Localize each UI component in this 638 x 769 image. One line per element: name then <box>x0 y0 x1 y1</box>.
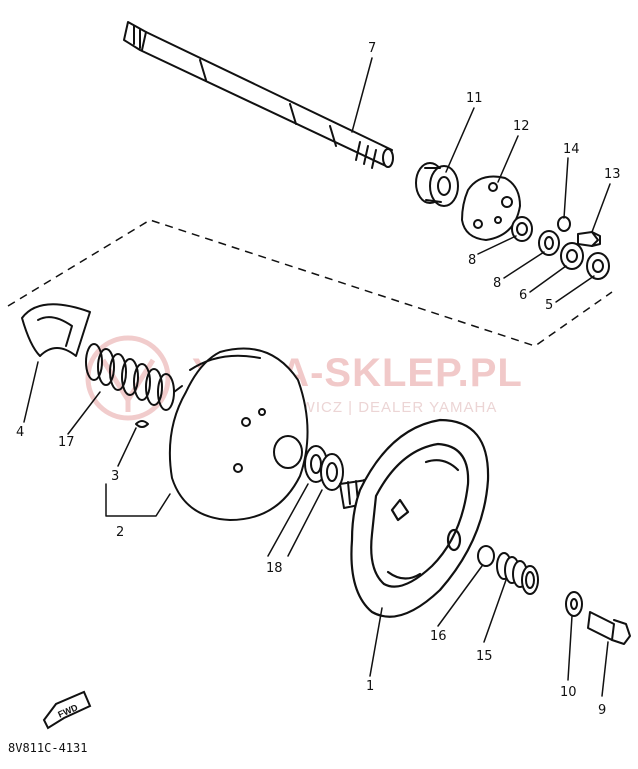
callout-5: 5 <box>545 298 553 313</box>
callout-7: 7 <box>368 41 376 56</box>
part-15-spring <box>496 552 539 595</box>
callout-labels: 7 11 12 14 13 8 8 6 5 4 17 3 2 18 16 15 … <box>16 41 621 718</box>
part-2-sheave <box>168 347 309 521</box>
part-4-clip <box>21 303 91 357</box>
leader-lines <box>23 57 611 697</box>
part-3-pin <box>135 420 149 428</box>
callout-14: 14 <box>563 142 580 157</box>
callout-13: 13 <box>604 167 621 182</box>
callout-4: 4 <box>16 425 24 440</box>
callout-11: 11 <box>466 91 483 106</box>
part-13-bolt <box>577 231 601 247</box>
watermark-logo-circle <box>85 335 171 421</box>
callout-15: 15 <box>476 649 493 664</box>
callout-12: 12 <box>513 119 530 134</box>
callout-1: 1 <box>366 679 374 694</box>
part-14-nut <box>557 216 571 232</box>
part-17-spring <box>85 343 183 411</box>
part-18-washers <box>304 445 344 491</box>
part-6-washer <box>560 242 584 270</box>
fwd-arrow-icon: FWD <box>42 690 92 730</box>
part-1-spider <box>350 418 490 618</box>
callout-8a: 8 <box>468 253 476 268</box>
part-10-washer <box>565 591 583 617</box>
part-16-slider <box>477 545 495 567</box>
part-8-washer-a <box>511 216 533 242</box>
callout-6: 6 <box>519 288 527 303</box>
callout-10: 10 <box>560 685 577 700</box>
part-12-plate <box>461 175 521 241</box>
callout-16: 16 <box>430 629 447 644</box>
callout-18: 18 <box>266 561 283 576</box>
callout-3: 3 <box>111 469 119 484</box>
callout-9: 9 <box>598 703 606 718</box>
assembly-dashed-line <box>7 219 613 347</box>
part-7-shaft <box>123 21 394 169</box>
callout-8b: 8 <box>493 276 501 291</box>
callout-17: 17 <box>58 435 75 450</box>
part-8-washer-b <box>538 230 560 256</box>
figure-code: 8V811C-4131 <box>8 741 87 755</box>
part-5-washer <box>586 252 610 280</box>
callout-2: 2 <box>116 525 124 540</box>
part-11-bearing <box>415 162 459 207</box>
part-9-bolt <box>587 611 631 645</box>
